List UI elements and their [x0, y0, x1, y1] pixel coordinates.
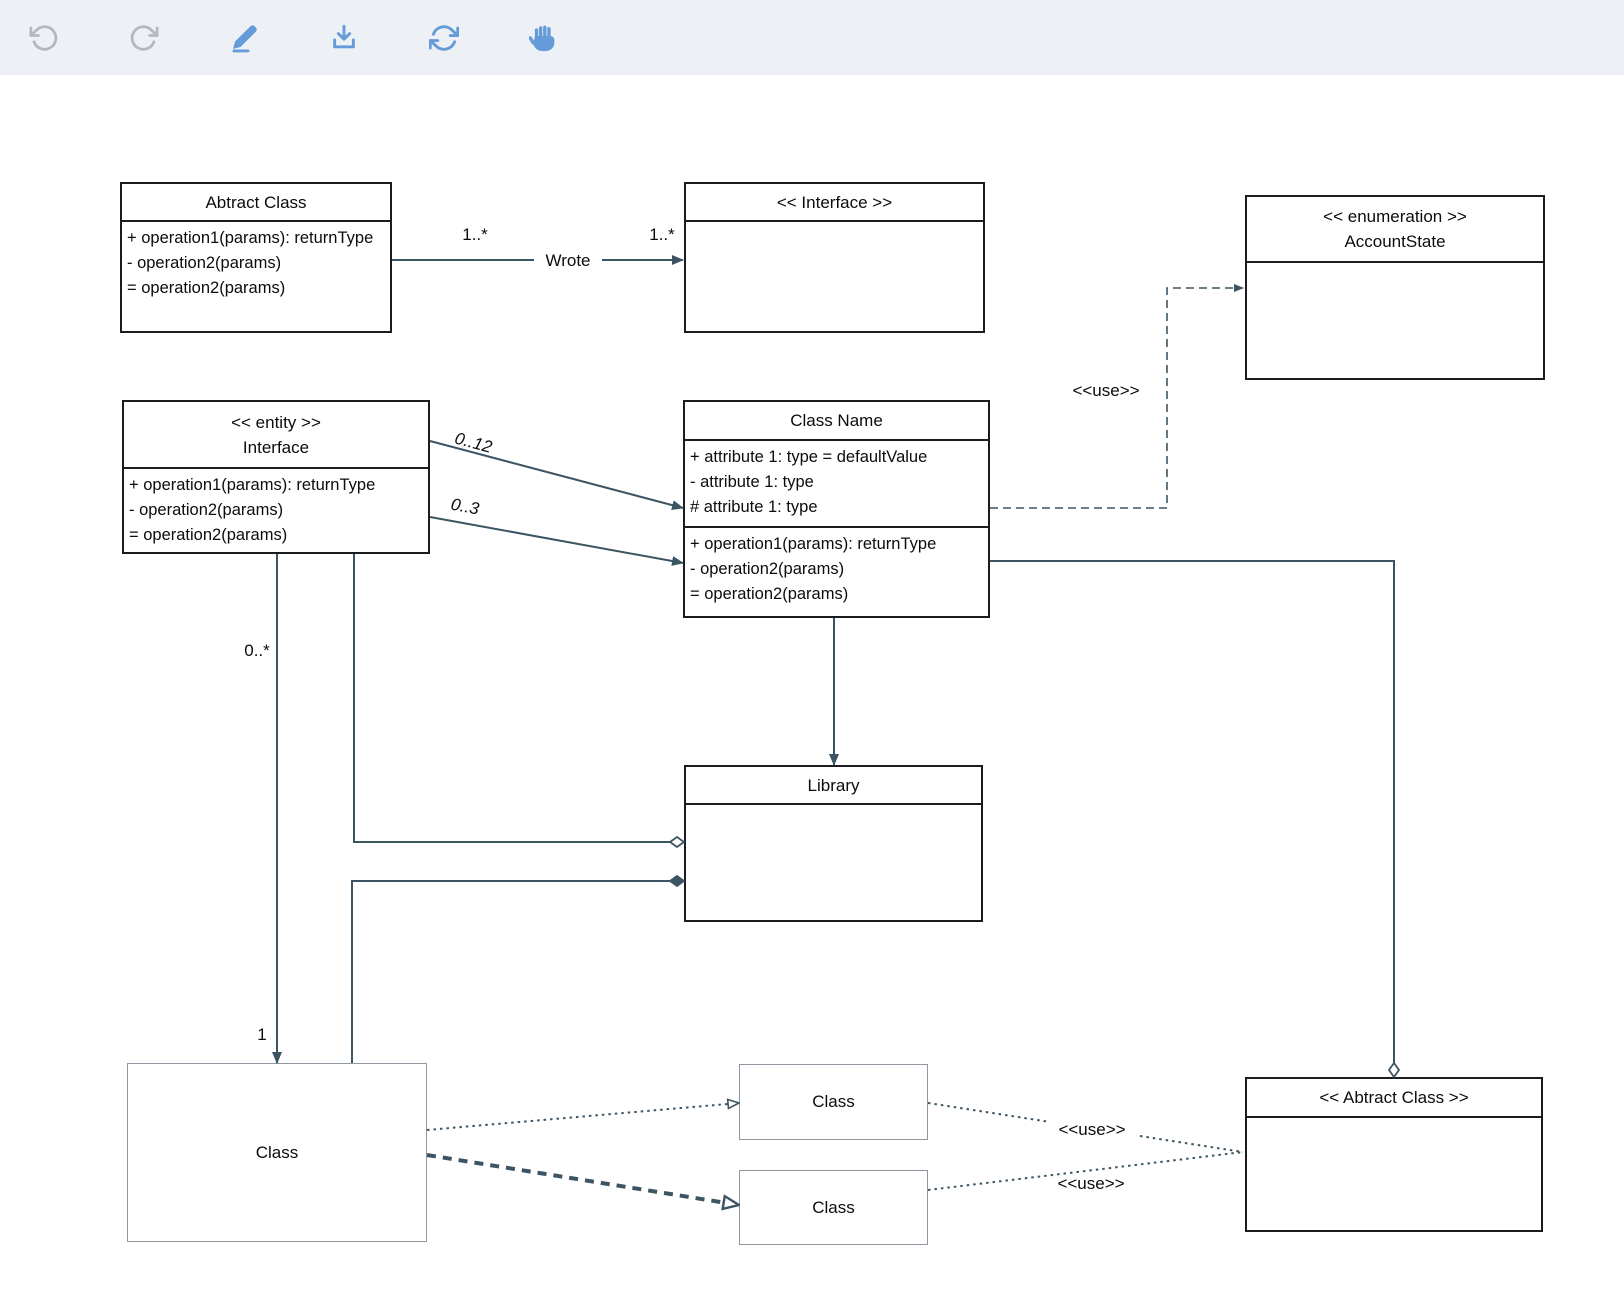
class-title: Class — [812, 1092, 855, 1111]
node-library[interactable]: Library — [684, 765, 983, 922]
interface-name: Interface — [242, 437, 310, 457]
redo-icon — [130, 24, 159, 51]
label-backplate — [1048, 1116, 1136, 1140]
empty-body — [686, 805, 981, 809]
operation-line: + operation1(params): returnType — [690, 535, 937, 553]
operation-line: + operation1(params): returnType — [127, 229, 374, 247]
sync-icon — [429, 24, 459, 51]
edge-class-dashed-dependency[interactable] — [426, 1153, 739, 1205]
class-title: Class — [255, 1142, 299, 1162]
attribute-line: # attribute 1: type — [690, 497, 818, 516]
multiplicity-label: 0..3 — [449, 495, 481, 519]
node-abstract-class-bottom[interactable]: << Abtract Class >> — [1245, 1077, 1543, 1232]
edge-label-use: <<use>> — [1072, 381, 1139, 400]
class-title: Class — [812, 1197, 855, 1217]
operations-section: + operation1(params): returnType - opera… — [124, 469, 428, 547]
edge-label-use: <<use>> — [1058, 1120, 1125, 1139]
edit-button[interactable] — [224, 18, 264, 58]
operations-section: + operation1(params): returnType - opera… — [685, 528, 988, 606]
class-title: << enumeration >> AccountState — [1247, 197, 1543, 263]
node-class-small-top[interactable]: Class — [739, 1064, 928, 1140]
edge-label-use: <<use>> — [1057, 1174, 1124, 1193]
download-button[interactable] — [324, 18, 364, 58]
class-title: << Interface >> — [686, 184, 983, 222]
node-interface-top[interactable]: << Interface >> — [684, 182, 985, 333]
download-icon — [333, 24, 355, 48]
edge-use-accountstate[interactable] — [990, 284, 1244, 509]
edge-0-12-association[interactable] — [429, 440, 684, 511]
toolbar — [0, 0, 1624, 75]
attribute-line: - attribute 1: type — [690, 472, 814, 491]
node-enumeration-accountstate[interactable]: << enumeration >> AccountState — [1245, 195, 1545, 380]
empty-body — [686, 222, 983, 226]
multiplicity-label: 1 — [257, 1025, 266, 1044]
node-class-name[interactable]: Class Name + attribute 1: type = default… — [683, 400, 990, 618]
empty-body — [1247, 263, 1543, 267]
multiplicity-label: 1..* — [462, 225, 488, 244]
edge-classname-abstract-aggregation[interactable] — [990, 560, 1394, 1077]
operation-line: - operation2(params) — [127, 253, 282, 272]
class-title: Library — [686, 767, 981, 805]
multiplicity-label: 0..* — [244, 641, 270, 660]
sync-button[interactable] — [424, 18, 464, 58]
edge-use-top[interactable] — [927, 1102, 1244, 1153]
class-title: << entity >> Interface — [124, 402, 428, 469]
attribute-line: + attribute 1: type = defaultValue — [690, 448, 928, 466]
edit-pencil-icon — [232, 24, 257, 52]
operation-line: = operation2(params) — [690, 584, 849, 603]
enum-name: AccountState — [1344, 232, 1446, 251]
stereotype-label: << entity >> — [231, 412, 321, 432]
edge-class-dotted-dependency[interactable] — [426, 1103, 739, 1131]
edge-use-bottom[interactable] — [927, 1151, 1244, 1191]
operation-line: - operation2(params) — [690, 559, 845, 578]
class-title: Class Name — [685, 402, 988, 441]
operation-line: = operation2(params) — [127, 278, 286, 297]
node-class-small-bottom[interactable]: Class — [739, 1170, 928, 1245]
operation-line: - operation2(params) — [129, 500, 284, 519]
attributes-section: + attribute 1: type = defaultValue - att… — [685, 441, 988, 528]
edge-0-3-association[interactable] — [429, 516, 684, 566]
stereotype-label: << enumeration >> — [1323, 207, 1467, 226]
node-abstract-class-top[interactable]: Abtract Class + operation1(params): retu… — [120, 182, 392, 333]
empty-body — [1247, 1118, 1541, 1122]
class-title: << Abtract Class >> — [1247, 1079, 1541, 1118]
operations-section: + operation1(params): returnType - opera… — [122, 222, 390, 300]
operation-line: + operation1(params): returnType — [129, 476, 376, 494]
redo-button[interactable] — [124, 18, 164, 58]
node-class-big[interactable]: Class — [127, 1063, 427, 1242]
edge-class-library-composition[interactable] — [351, 881, 684, 1063]
node-entity-interface[interactable]: << entity >> Interface + operation1(para… — [122, 400, 430, 554]
operation-line: = operation2(params) — [129, 525, 288, 544]
edge-interface-library-aggregation[interactable] — [353, 554, 684, 842]
undo-button[interactable] — [24, 18, 64, 58]
pan-button[interactable] — [524, 18, 564, 58]
hand-pan-icon — [529, 25, 555, 51]
multiplicity-label: 1..* — [649, 225, 675, 244]
undo-icon — [29, 24, 58, 51]
class-title: Abtract Class — [122, 184, 390, 222]
